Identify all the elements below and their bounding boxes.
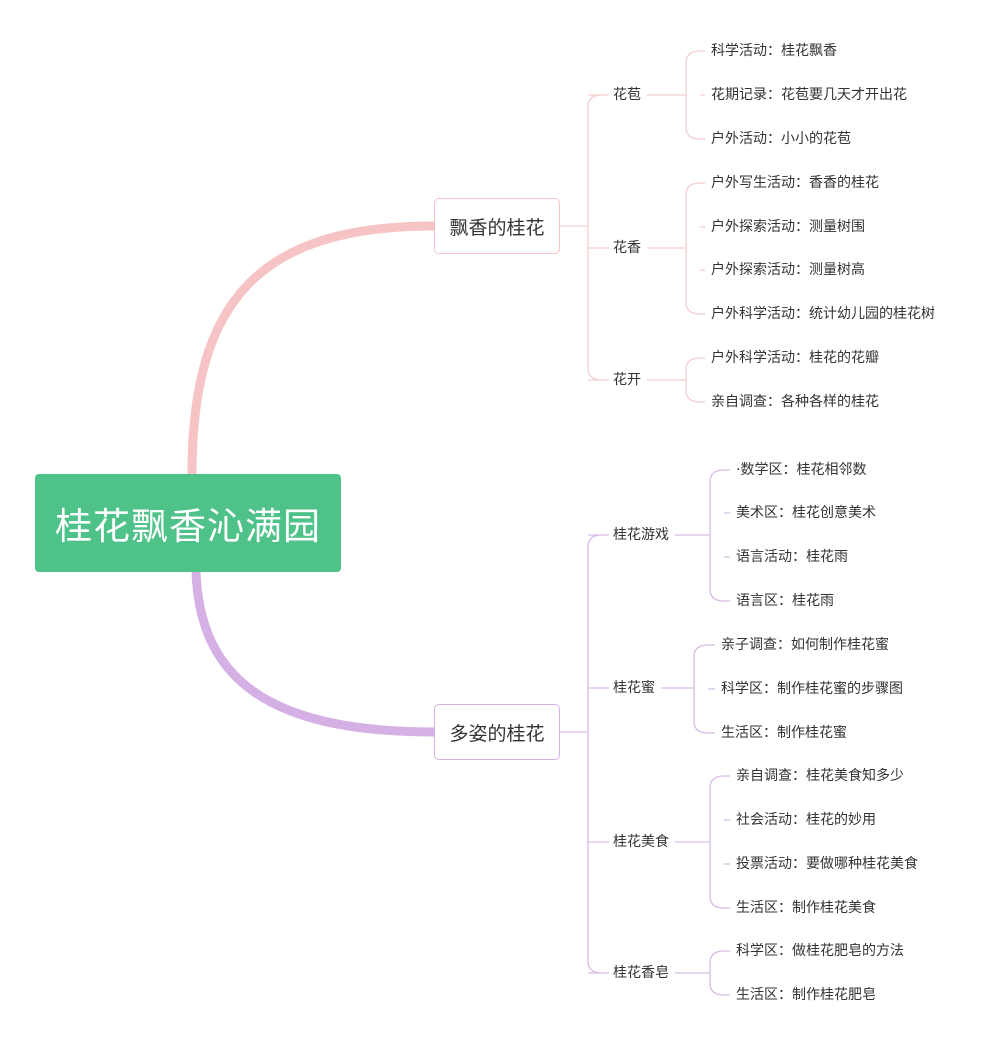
leaf-topic-1-2-3[interactable]: 户外探索活动：测量树高	[711, 262, 865, 278]
leaf-topic-1-1-1[interactable]: 科学活动：桂花飘香	[711, 43, 837, 59]
main-topic-varied-osmanthus[interactable]: 多姿的桂花	[434, 704, 560, 760]
root-topic[interactable]: 桂花飘香沁满园	[35, 474, 341, 572]
leaf-topic-1-3-1[interactable]: 户外科学活动：桂花的花瓣	[711, 350, 879, 366]
trunk-1	[587, 94, 603, 381]
sub-topic-2-1[interactable]: 桂花游戏	[613, 527, 669, 543]
leaf-bracket-1-1	[685, 50, 701, 140]
sub-topic-2-3[interactable]: 桂花美食	[613, 834, 669, 850]
branch-connector-1	[187, 221, 439, 479]
leaf-bracket-2-3	[709, 775, 725, 909]
leaf-bracket-1-3	[685, 357, 701, 403]
leaf-topic-1-2-4[interactable]: 户外科学活动：统计幼儿园的桂花树	[711, 306, 935, 322]
sub-topic-2-2[interactable]: 桂花蜜	[613, 680, 655, 696]
leaf-topic-2-4-1[interactable]: 科学区：做桂花肥皂的方法	[736, 943, 904, 959]
leaf-topic-1-1-2[interactable]: 花期记录：花苞要几天才开出花	[711, 87, 907, 103]
leaf-topic-1-2-2[interactable]: 户外探索活动：测量树围	[711, 219, 865, 235]
leaf-topic-2-1-3[interactable]: 语言活动：桂花雨	[736, 549, 848, 565]
leaf-bracket-2-2	[693, 644, 709, 734]
leaf-bracket-1-2	[685, 182, 701, 315]
sub-topic-1-3[interactable]: 花开	[613, 372, 641, 388]
leaf-topic-2-1-1[interactable]: ·数学区：桂花相邻数	[736, 462, 867, 478]
sub-topic-2-4[interactable]: 桂花香皂	[613, 965, 669, 981]
leaf-topic-2-3-2[interactable]: 社会活动：桂花的妙用	[736, 812, 876, 828]
leaf-topic-1-2-1[interactable]: 户外写生活动：香香的桂花	[711, 175, 879, 191]
leaf-topic-2-2-2[interactable]: 科学区：制作桂花蜜的步骤图	[721, 681, 903, 697]
leaf-topic-2-2-1[interactable]: 亲子调查：如何制作桂花蜜	[721, 637, 889, 653]
branch-connector-2	[191, 567, 439, 737]
leaf-topic-2-2-3[interactable]: 生活区：制作桂花蜜	[721, 725, 847, 741]
main-topic-fragrant-osmanthus[interactable]: 飘香的桂花	[434, 198, 560, 254]
leaf-topic-2-3-1[interactable]: 亲自调查：桂花美食知多少	[736, 768, 904, 784]
sub-topic-1-1[interactable]: 花苞	[613, 87, 641, 103]
leaf-topic-2-4-2[interactable]: 生活区：制作桂花肥皂	[736, 987, 876, 1003]
leaf-topic-1-1-3[interactable]: 户外活动：小小的花苞	[711, 131, 851, 147]
leaf-topic-2-3-3[interactable]: 投票活动：要做哪种桂花美食	[736, 856, 918, 872]
sub-topic-1-2[interactable]: 花香	[613, 240, 641, 256]
leaf-topic-2-3-4[interactable]: 生活区：制作桂花美食	[736, 900, 876, 916]
leaf-topic-1-3-2[interactable]: 亲自调查：各种各样的桂花	[711, 394, 879, 410]
leaf-topic-2-1-2[interactable]: 美术区：桂花创意美术	[736, 505, 876, 521]
trunk-2	[587, 534, 603, 974]
leaf-bracket-2-4	[709, 950, 725, 996]
leaf-topic-2-1-4[interactable]: 语言区：桂花雨	[736, 593, 834, 609]
leaf-bracket-2-1	[709, 469, 725, 602]
